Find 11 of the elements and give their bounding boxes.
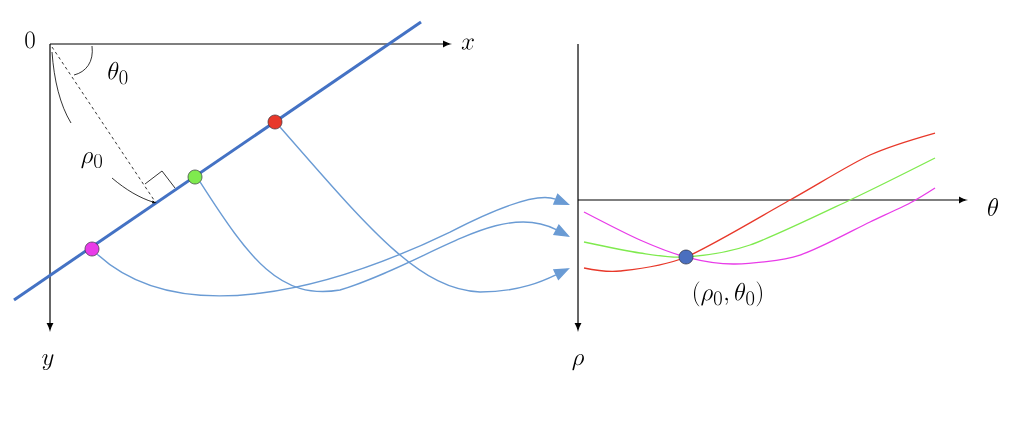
- axis-label: $\rho$: [572, 354, 584, 371]
- point-marker: [84, 241, 100, 257]
- point-marker: [267, 114, 283, 130]
- point-marker: [187, 169, 203, 185]
- angle-label: $\theta_0$: [108, 61, 128, 85]
- axis-label: $0$: [25, 31, 35, 49]
- axis-label: $y$: [42, 354, 54, 370]
- axis-label: $\theta$: [988, 198, 998, 216]
- angle-label: $\rho_0$: [81, 152, 102, 169]
- coordinate-label: $(\rho_0,\theta_0)$: [694, 281, 762, 307]
- axis-label: $x$: [461, 38, 474, 50]
